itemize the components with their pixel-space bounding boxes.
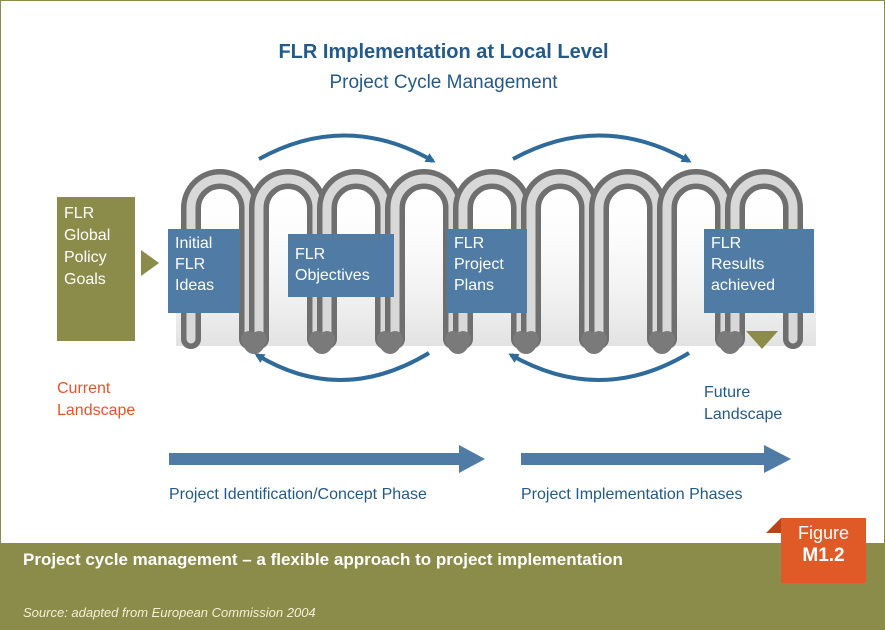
phase-label-implementation: Project Implementation Phases bbox=[521, 486, 743, 503]
spring-coil-link bbox=[513, 331, 539, 354]
diagram-title: FLR Implementation at Local Level bbox=[278, 41, 609, 63]
figure-badge-fold bbox=[766, 518, 781, 533]
spring-coil-highlight bbox=[662, 174, 730, 344]
spring-coils bbox=[181, 169, 803, 354]
phase-label-identification: Project Identification/Concept Phase bbox=[169, 486, 427, 503]
cycle-arrow-bottom-right bbox=[508, 351, 691, 382]
phase-arrow-2-head bbox=[764, 445, 791, 473]
figure-badge: Figure M1.2 bbox=[781, 518, 866, 583]
spring-coil-highlight bbox=[526, 174, 594, 344]
spring-coil-link bbox=[309, 331, 335, 354]
stage-box-results-achieved: FLR Results achieved bbox=[704, 229, 814, 313]
spring-coil-link bbox=[581, 331, 607, 354]
spring-coil-highlight bbox=[730, 174, 798, 344]
figure-number: M1.2 bbox=[802, 545, 845, 566]
figure-source: Source: adapted from European Commission… bbox=[23, 605, 316, 620]
spring-coil-highlight bbox=[594, 174, 662, 344]
figure-word: Figure bbox=[797, 523, 850, 543]
future-landscape-label: Future Landscape bbox=[704, 384, 783, 423]
spring-coil-highlight bbox=[458, 174, 526, 344]
current-landscape-label: Current Landscape bbox=[57, 380, 136, 419]
spring-coil-highlight bbox=[186, 174, 254, 344]
cycle-arrow-bottom-left bbox=[254, 351, 431, 382]
caption-footer bbox=[1, 543, 884, 629]
phase-arrow-2-shaft bbox=[521, 453, 766, 465]
phase-arrow-1-shaft bbox=[169, 453, 461, 465]
spring-coil-highlight bbox=[322, 174, 390, 344]
spring-coil-link bbox=[445, 331, 471, 354]
spring-coil-link bbox=[717, 331, 743, 354]
stage-box-initial-ideas: Initial FLR Ideas bbox=[168, 229, 240, 313]
spring-coil-link bbox=[241, 331, 267, 354]
diagram-subtitle: Project Cycle Management bbox=[329, 72, 558, 93]
figure-caption: Project cycle management – a flexible ap… bbox=[23, 550, 623, 569]
results-pointer-triangle bbox=[746, 331, 778, 349]
cycle-arrow-top-right bbox=[512, 133, 692, 163]
goals-pointer-triangle bbox=[141, 250, 159, 276]
stage-box-objectives: FLR Objectives bbox=[288, 234, 394, 297]
cycle-arrow-top-left bbox=[258, 133, 436, 163]
spring-coil-highlight bbox=[390, 174, 458, 344]
spring-coil-link bbox=[377, 331, 403, 354]
spring-coil-link bbox=[649, 331, 675, 354]
global-goals-box: FLR Global Policy Goals bbox=[57, 197, 135, 341]
spring-coil-highlight bbox=[254, 174, 322, 344]
spring-diagram bbox=[141, 133, 816, 473]
phase-arrow-1-head bbox=[459, 445, 485, 473]
stage-box-project-plans: FLR Project Plans bbox=[447, 229, 527, 313]
